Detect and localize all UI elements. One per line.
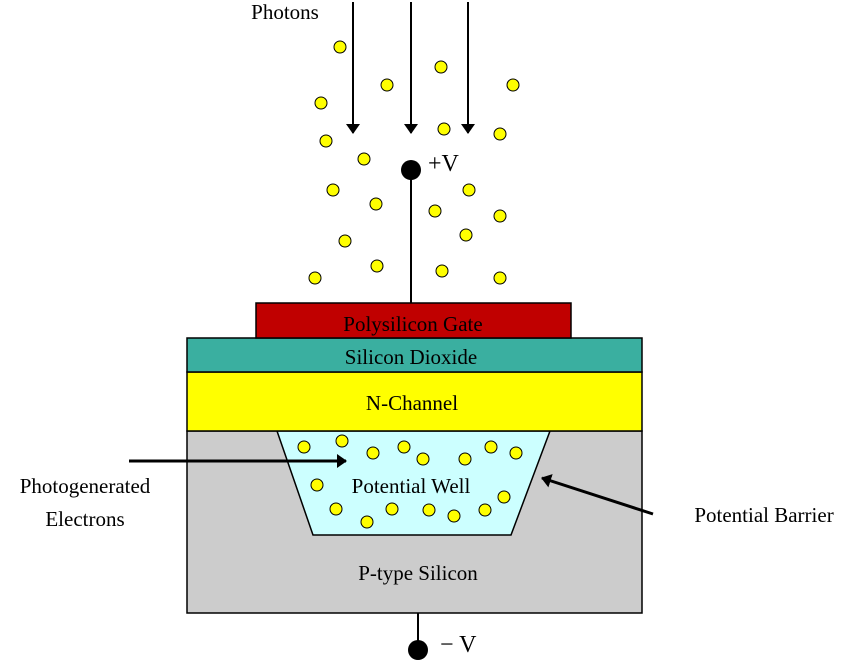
photon-particle xyxy=(434,60,448,74)
oxide-layer xyxy=(186,337,643,373)
electron-particle xyxy=(447,509,461,523)
electron-particle xyxy=(329,502,343,516)
photon-particle xyxy=(437,122,451,136)
photon-particle xyxy=(428,204,442,218)
electron-particle xyxy=(360,515,374,529)
oxide-label: Silicon Dioxide xyxy=(345,345,477,369)
electron-particles xyxy=(297,434,523,529)
electron-particle xyxy=(397,440,411,454)
gate-layer xyxy=(255,302,572,339)
potential-barrier-label: Potential Barrier xyxy=(694,503,833,527)
electron-particle xyxy=(416,452,430,466)
photon-particle xyxy=(370,259,384,273)
photon-particle xyxy=(506,78,520,92)
electron-particle xyxy=(484,440,498,454)
n-channel-label: N-Channel xyxy=(366,391,458,415)
photon-particle xyxy=(459,228,473,242)
positive-voltage-label: +V xyxy=(428,151,460,177)
positive-terminal xyxy=(401,160,421,180)
electron-particle xyxy=(497,490,511,504)
photon-particle xyxy=(326,183,340,197)
photogenerated-label-line2: Electrons xyxy=(45,507,124,531)
electron-particle xyxy=(458,452,472,466)
n-channel-layer xyxy=(186,371,643,432)
negative-voltage-label: − V xyxy=(440,632,477,658)
photon-particle xyxy=(314,96,328,110)
electron-particle xyxy=(422,503,436,517)
photon-particle xyxy=(493,271,507,285)
barrier-arrow xyxy=(541,474,654,516)
electron-particle xyxy=(385,502,399,516)
gate-label: Polysilicon Gate xyxy=(343,312,482,336)
photon-particle xyxy=(369,197,383,211)
p-type-label: P-type Silicon xyxy=(358,561,478,585)
negative-terminal xyxy=(408,640,428,660)
photon-particle xyxy=(319,134,333,148)
photon-particle xyxy=(308,271,322,285)
potential-well-label: Potential Well xyxy=(352,474,471,498)
photon-particle xyxy=(357,152,371,166)
photon-particle xyxy=(493,209,507,223)
photons-label: Photons xyxy=(251,0,319,24)
photon-particle xyxy=(462,183,476,197)
electron-particle xyxy=(509,446,523,460)
electron-particle xyxy=(478,503,492,517)
electron-particle xyxy=(310,478,324,492)
photon-particle xyxy=(435,264,449,278)
photon-particle xyxy=(338,234,352,248)
photon-particles xyxy=(308,40,520,285)
electron-particle xyxy=(366,446,380,460)
photogenerated-label-line1: Photogenerated xyxy=(20,474,151,498)
photon-particle xyxy=(493,127,507,141)
electron-particle xyxy=(335,434,349,448)
electron-particle xyxy=(297,440,311,454)
photon-particle xyxy=(380,78,394,92)
photon-arrows xyxy=(346,2,475,134)
photon-particle xyxy=(333,40,347,54)
